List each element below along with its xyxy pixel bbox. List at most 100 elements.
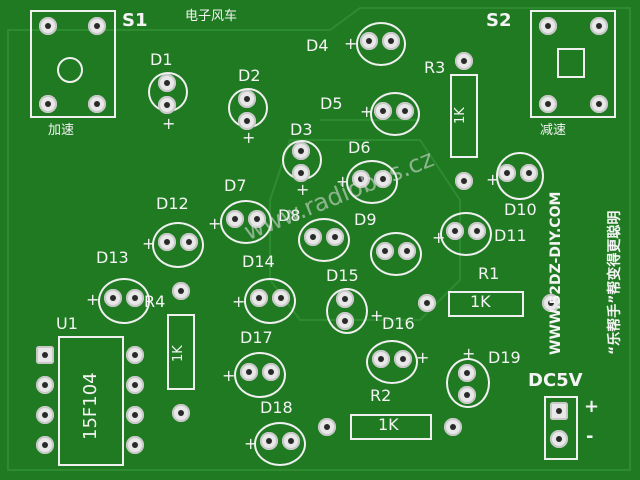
- pad: [336, 290, 354, 308]
- pad: [590, 17, 608, 35]
- led-d3-label: D3: [290, 120, 313, 139]
- led-d14-label: D14: [242, 252, 275, 271]
- switch-button-outline: [557, 48, 585, 78]
- pad: [262, 363, 280, 381]
- switch-button-outline: [57, 57, 83, 83]
- pad: [590, 95, 608, 113]
- pad: [126, 289, 144, 307]
- pad: [520, 164, 538, 182]
- led-d16-outline: [366, 340, 418, 384]
- pad: [336, 312, 354, 330]
- pad: [292, 142, 310, 160]
- plus-mark: +: [416, 348, 430, 367]
- led-d6-label: D6: [348, 138, 371, 157]
- pad: [88, 95, 106, 113]
- led-d9-outline: [370, 232, 422, 276]
- pad: [374, 102, 392, 120]
- led-d15-outline: [326, 288, 368, 334]
- pad: [250, 289, 268, 307]
- plus-mark: +: [232, 292, 246, 311]
- led-d14-outline: [244, 278, 296, 324]
- pad: [418, 294, 436, 312]
- resistor-r3-body: [450, 74, 478, 158]
- pad: [36, 406, 54, 424]
- switch-s2-label: S2: [486, 10, 512, 31]
- led-d9-label: D9: [354, 210, 377, 229]
- pad: [39, 95, 57, 113]
- plus-mark: +: [222, 366, 236, 385]
- pad: [374, 170, 392, 188]
- led-d4-label: D4: [306, 36, 329, 55]
- led-d15-label: D15: [326, 266, 359, 285]
- led-d8-label: D8: [278, 206, 301, 225]
- resistor-r2-value: 1K: [378, 415, 399, 434]
- pad: [126, 376, 144, 394]
- pad: [282, 432, 300, 450]
- pad: [376, 242, 394, 260]
- pad: [498, 164, 516, 182]
- plus-mark: +: [344, 34, 358, 53]
- resistor-r2-body: [350, 414, 432, 440]
- website-text: WWW.52DZ-DIY.COM: [548, 191, 564, 355]
- plus-mark: +: [162, 114, 176, 133]
- plus-mark: +: [242, 128, 256, 147]
- plus-mark: +: [208, 214, 222, 233]
- led-d10-outline: [496, 152, 544, 200]
- resistor-r4-body: [167, 314, 195, 390]
- plus-mark: +: [296, 180, 310, 199]
- led-d17-outline: [234, 352, 286, 398]
- pad: [455, 52, 473, 70]
- plus-mark: +: [370, 306, 384, 325]
- led-d17-label: D17: [240, 328, 273, 347]
- chip-part: 15F104: [80, 372, 101, 440]
- pad: [240, 363, 258, 381]
- resistor-r3-ref: R3: [424, 58, 446, 77]
- switch-s1-outline: [30, 10, 116, 118]
- led-d10-label: D10: [504, 200, 537, 219]
- pad: [398, 242, 416, 260]
- pad: [446, 222, 464, 240]
- led-d1-label: D1: [150, 50, 173, 69]
- resistor-r2-ref: R2: [370, 386, 392, 405]
- pad: [304, 228, 322, 246]
- chip-ref: U1: [56, 314, 78, 333]
- plus-mark: +: [462, 344, 476, 363]
- pad: [126, 406, 144, 424]
- led-d7-label: D7: [224, 176, 247, 195]
- switch-s2-outline: [530, 10, 616, 118]
- pad: [550, 430, 568, 448]
- led-d16-label: D16: [382, 314, 415, 333]
- pad: [260, 432, 278, 450]
- pad: [382, 32, 400, 50]
- slogan-text: “乐帮手”帮变得更聪明: [607, 210, 623, 355]
- pad: [444, 418, 462, 436]
- pad: [158, 74, 176, 92]
- pad: [292, 164, 310, 182]
- led-d5-outline: [370, 92, 420, 136]
- pad: [550, 402, 568, 420]
- power-connector-outline: [544, 396, 578, 460]
- power-label: DC5V: [528, 370, 583, 391]
- power-plus: +: [584, 396, 600, 417]
- pad: [326, 228, 344, 246]
- pad: [539, 17, 557, 35]
- power-minus: -: [586, 426, 594, 447]
- pad: [172, 282, 190, 300]
- pad: [468, 222, 486, 240]
- slow-down-label: 减速: [540, 123, 567, 138]
- pad: [36, 376, 54, 394]
- pad: [272, 289, 290, 307]
- resistor-r4-value: 1K: [171, 345, 186, 362]
- resistor-r1-value: 1K: [470, 292, 491, 311]
- pad: [36, 346, 54, 364]
- pad: [158, 233, 176, 251]
- led-d11-outline: [440, 212, 492, 256]
- switch-s1-label: S1: [122, 10, 148, 31]
- speed-up-label: 加速: [48, 123, 75, 138]
- pad: [352, 170, 370, 188]
- resistor-r4-ref: R4: [144, 292, 166, 311]
- led-d8-outline: [298, 218, 350, 262]
- led-d13-outline: [98, 278, 150, 324]
- led-d12-label: D12: [156, 194, 189, 213]
